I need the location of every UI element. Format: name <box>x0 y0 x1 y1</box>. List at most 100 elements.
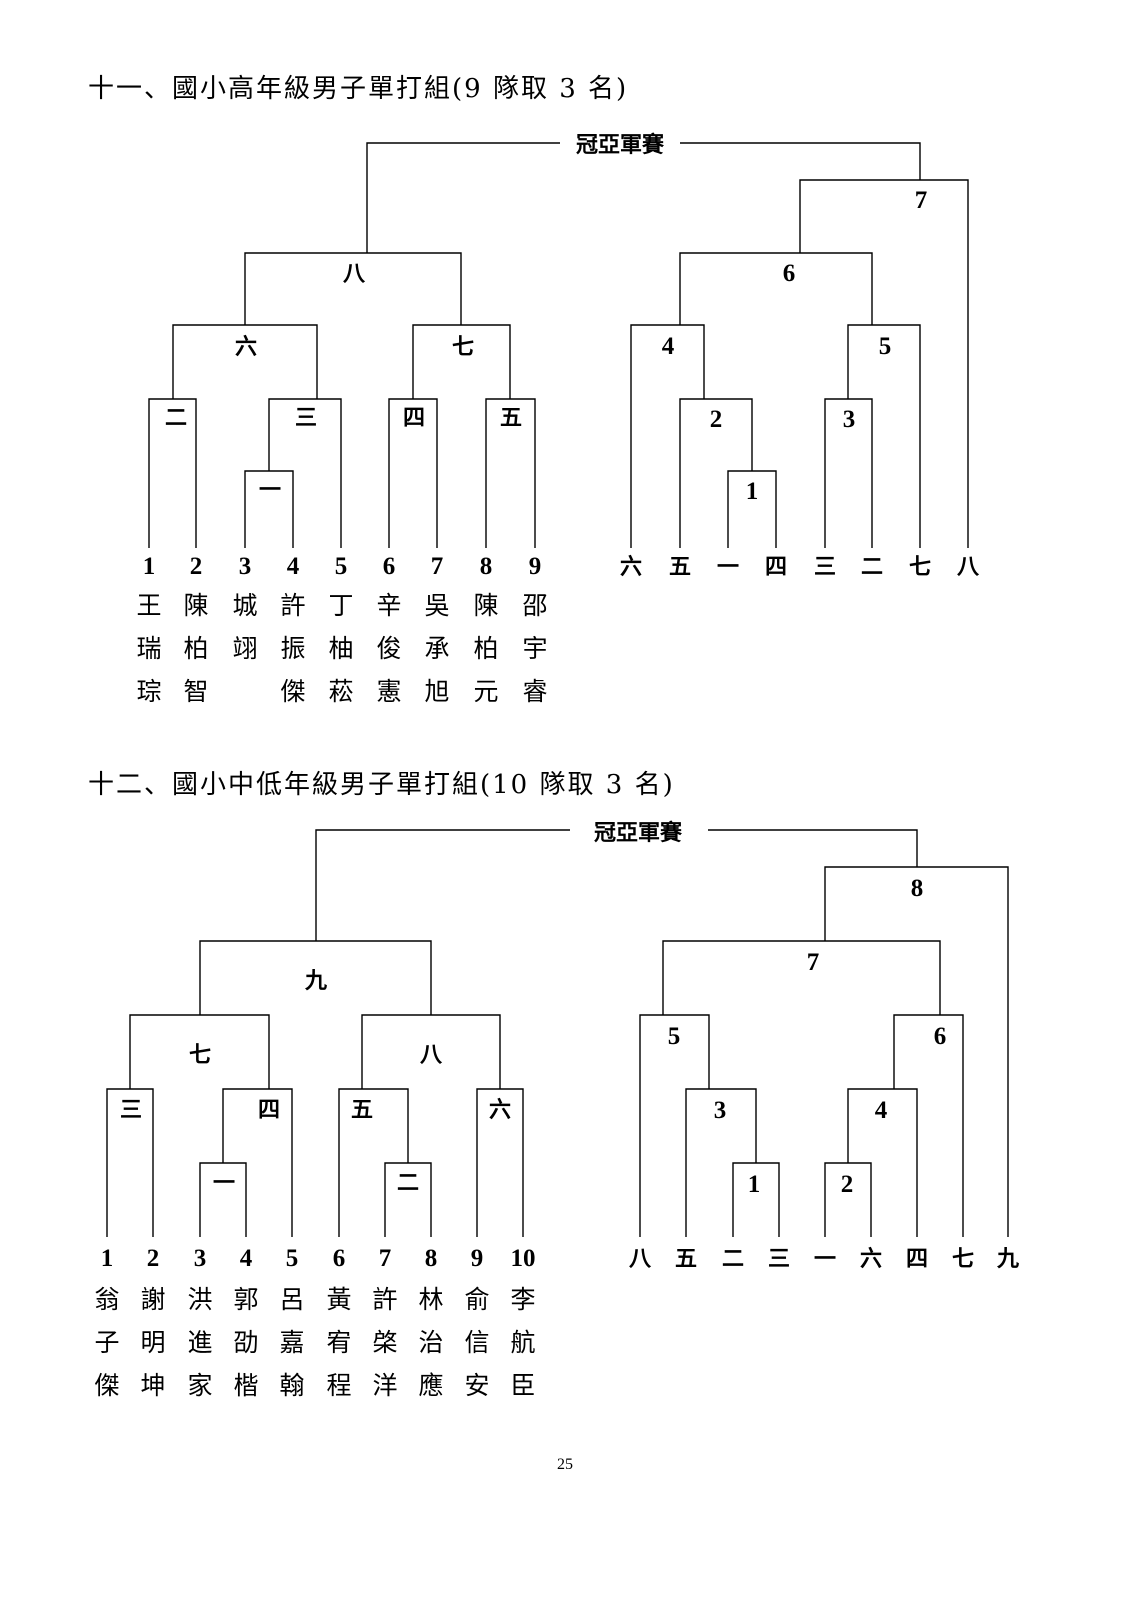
player-name-char: 陳 <box>473 591 498 620</box>
player-name-char: 吳 <box>424 591 449 620</box>
leaf-label: 九 <box>996 1247 1019 1272</box>
section-1-title: 十一、國小高年級男子單打組(9 隊取 3 名) <box>88 74 629 104</box>
match-line-4 <box>630 324 705 548</box>
seed-number: 5 <box>286 1245 299 1272</box>
player-name-char: 劭 <box>233 1328 258 1357</box>
seed-number: 1 <box>143 553 156 580</box>
seed-number: 6 <box>383 553 396 580</box>
seed-number: 1 <box>101 1245 114 1272</box>
match-line-五 <box>338 1088 409 1237</box>
player-name-char: 嘉 <box>279 1328 304 1357</box>
match-label-一: 一 <box>213 1171 235 1196</box>
seed-number: 4 <box>287 553 300 580</box>
leaf-label: 三 <box>768 1247 790 1272</box>
player-name-char: 臣 <box>510 1371 535 1400</box>
player-name-char: 陳 <box>183 591 208 620</box>
match-label-二: 二 <box>165 406 187 431</box>
leaf-label: 二 <box>861 555 883 580</box>
player-name-char: 謝 <box>140 1285 165 1314</box>
player-name-char: 許 <box>280 591 305 620</box>
match-line-2 <box>679 398 753 548</box>
match-line-5 <box>847 324 921 548</box>
match-label-5: 5 <box>668 1023 681 1050</box>
final-label: 冠亞軍賽 <box>576 132 665 158</box>
player-name-char: 振 <box>280 634 305 663</box>
player-name-char: 家 <box>187 1371 212 1400</box>
match-label-2: 2 <box>710 406 723 433</box>
player-name-char: 程 <box>326 1371 351 1400</box>
match-label-6: 6 <box>783 260 796 287</box>
player-name-char: 許 <box>372 1285 397 1314</box>
match-label-1: 1 <box>746 478 759 505</box>
player-name-char: 應 <box>418 1371 443 1400</box>
player-name-char: 洪 <box>187 1285 212 1314</box>
match-label-7: 7 <box>915 187 928 214</box>
player-name-char: 治 <box>418 1328 443 1357</box>
player-name-char: 菘 <box>328 677 353 706</box>
match-label-五: 五 <box>351 1098 373 1123</box>
match-label-一: 一 <box>259 478 281 503</box>
seed-number: 5 <box>335 553 348 580</box>
seed-number: 7 <box>431 553 444 580</box>
seed-number: 2 <box>190 553 203 580</box>
match-line-6 <box>893 1014 964 1237</box>
leaf-label: 五 <box>675 1247 697 1272</box>
player-name-char: 進 <box>187 1328 212 1357</box>
page-number: 25 <box>557 1456 573 1473</box>
match-line-7 <box>662 940 941 1015</box>
player-name-char: 城 <box>232 591 257 620</box>
match-label-九: 九 <box>304 969 327 994</box>
player-name-char: 子 <box>94 1328 119 1357</box>
player-name-char: 翰 <box>279 1371 304 1400</box>
leaf-label: 六 <box>620 555 642 580</box>
player-name-char: 邵 <box>522 591 547 620</box>
final-label: 冠亞軍賽 <box>594 820 683 846</box>
seed-number: 9 <box>529 553 542 580</box>
player-name-char: 郭 <box>233 1285 258 1314</box>
match-line-6 <box>679 252 873 325</box>
match-label-2: 2 <box>841 1171 854 1198</box>
player-name-char: 俊 <box>376 634 401 663</box>
player-name-char: 王 <box>136 591 161 620</box>
player-name-char: 明 <box>140 1328 165 1357</box>
match-label-3: 3 <box>714 1097 727 1124</box>
seed-number: 3 <box>239 553 252 580</box>
match-label-6: 6 <box>934 1023 947 1050</box>
seed-number: 8 <box>425 1245 438 1272</box>
player-name-char: 林 <box>418 1285 443 1314</box>
match-line-4 <box>847 1088 918 1237</box>
leaf-label: 一 <box>717 555 739 580</box>
seed-number: 6 <box>333 1245 346 1272</box>
seed-number: 3 <box>194 1245 207 1272</box>
leaf-label: 七 <box>952 1247 974 1272</box>
player-name-char: 宇 <box>522 634 547 663</box>
player-name-char: 承 <box>424 634 449 663</box>
match-label-八: 八 <box>343 262 366 287</box>
match-label-八: 八 <box>420 1043 443 1068</box>
player-name-char: 元 <box>473 677 498 706</box>
match-label-5: 5 <box>879 333 892 360</box>
match-label-四: 四 <box>258 1098 280 1123</box>
player-name-char: 棨 <box>372 1328 397 1357</box>
leaf-label: 六 <box>860 1247 882 1272</box>
player-name-char: 柚 <box>328 634 353 663</box>
seed-number: 10 <box>511 1245 536 1272</box>
player-name-char: 呂 <box>279 1285 304 1314</box>
player-name-char: 洋 <box>372 1371 397 1400</box>
match-line-八 <box>244 252 462 325</box>
match-label-1: 1 <box>748 1171 761 1198</box>
section-2-title: 十二、國小中低年級男子單打組(10 隊取 3 名) <box>88 770 675 800</box>
final-line-left <box>366 142 560 253</box>
match-label-二: 二 <box>397 1171 419 1196</box>
match-label-七: 七 <box>189 1043 211 1068</box>
final-line-left <box>315 829 570 941</box>
seed-number: 2 <box>147 1245 160 1272</box>
leaf-label: 一 <box>814 1247 836 1272</box>
player-name-char: 柏 <box>183 634 208 663</box>
player-name-char: 翁 <box>94 1285 119 1314</box>
player-name-char: 安 <box>464 1371 489 1400</box>
match-label-7: 7 <box>807 949 820 976</box>
player-name-char: 智 <box>183 677 208 706</box>
match-label-三: 三 <box>295 406 317 431</box>
